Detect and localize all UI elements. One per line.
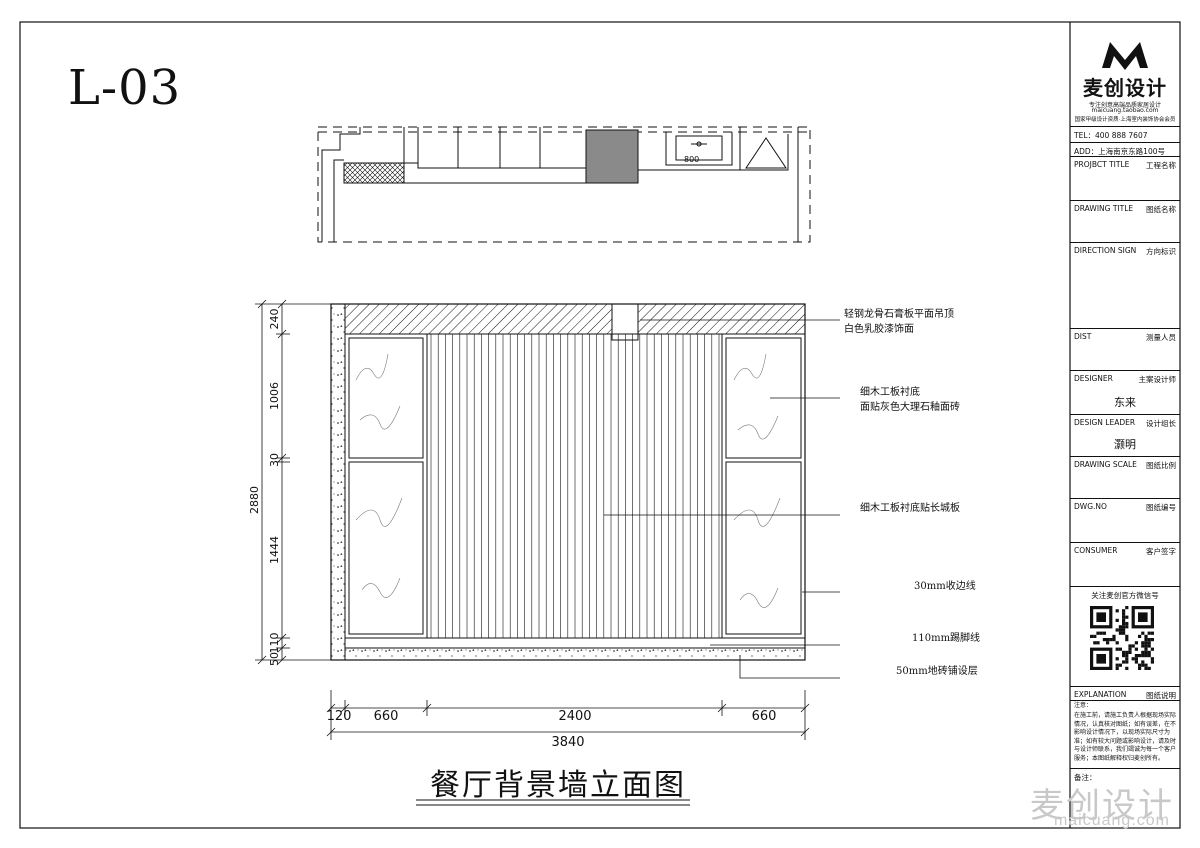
plan-view [317,126,811,243]
annotation-skirting: 110mm踢脚线 [912,631,980,644]
brand-site: maicuang.taobao.com [1091,107,1159,114]
title-underline [416,799,690,806]
row-notes [1070,700,1180,768]
brand-credential: 国家甲级设计资质·上海室内装饰协会会员 [1074,117,1176,123]
dim-width-wall: 120 [327,709,352,724]
row-wechat: 关注麦创官方微信号 [1070,586,1180,686]
dim-width-right-panel: 660 [752,709,777,724]
leader-lines [604,319,840,679]
sheet-code: L-03 [68,60,182,116]
slat-wall-panel [430,334,720,638]
titleblock-address: ADD：上海南京东路100号 [1070,142,1180,156]
annotation-edge-trim: 30mm收边线 [914,579,976,592]
dim-width-slat: 2400 [558,709,591,724]
horizontal-dimensions [326,690,810,740]
dim-height-ceiling: 240 [268,309,281,330]
titleblock-tel: TEL：400 888 7607 [1070,126,1180,142]
watermark-en: maicuang.com [1053,812,1170,829]
outer-frame [19,21,1181,829]
row-remark: 备注： [1070,768,1180,828]
annotation-group: 轻钢龙骨石膏板平面吊顶 白色乳胶漆饰面 细木工板衬底 面贴灰色大理石釉面砖 细木… [844,307,980,677]
dim-height-upper-panel: 1006 [268,382,281,410]
dim-height-lower-panel: 1444 [268,536,281,564]
annotation-floor-layer: 50mm地砖铺设层 [896,664,978,677]
brand-logo [1102,42,1148,70]
note-body: 在施工前，请施工负责人根据现场实际情况，认真核对图纸；如有误差，在不影响设计情况… [1074,712,1177,762]
leader-name: 灏明 [1114,438,1136,451]
note-title: 注意： [1074,702,1093,709]
drawing-title: 餐厅背景墙立面图 [430,768,686,803]
brand-name: 麦创设计 [1083,76,1167,100]
watermark-cn: 麦创设计 [1030,787,1174,825]
designer-name: 东来 [1114,396,1136,409]
qr-code [1090,606,1154,670]
annotation-marble-base: 细木工板衬底 [860,385,920,398]
dim-width-left-panel: 660 [374,709,399,724]
dim-height-floor: 50 [268,652,281,666]
dim-height-total: 2880 [248,486,261,514]
plan-dimension-label: 800 [684,155,699,164]
annotation-ceiling: 轻钢龙骨石膏板平面吊顶 [844,307,954,320]
elevation-view [330,303,806,661]
dim-width-total: 3840 [551,735,584,750]
dim-height-trim: 30 [268,453,281,467]
dim-height-skirting: 110 [268,633,281,654]
annotation-slat-panel: 细木工板衬底贴长城板 [860,501,960,514]
annotation-ceiling-finish: 白色乳胶漆饰面 [844,322,914,335]
annotation-marble-tile: 面贴灰色大理石釉面砖 [860,400,960,413]
brand-slogan: 专注创意高端品质家居设计 [1088,102,1161,109]
vertical-dimensions [255,299,331,665]
